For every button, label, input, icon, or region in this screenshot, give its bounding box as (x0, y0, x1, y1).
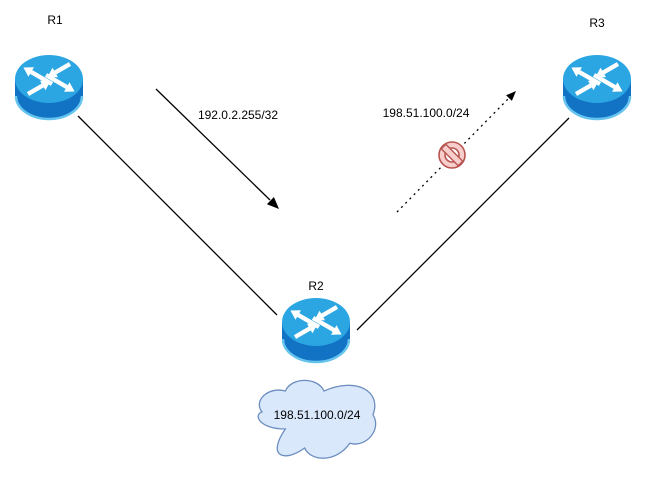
node-r3-router-icon[interactable] (563, 55, 631, 120)
route-label-192-0-2-255: 192.0.2.255/32 (198, 108, 278, 122)
route-arrow-dashed-head (506, 91, 516, 101)
route-arrow-solid-shaft (155, 88, 271, 201)
link-r1-r2[interactable] (77, 115, 278, 316)
route-label-198-51-100: 198.51.100.0/24 (383, 106, 470, 120)
prohibited-icon[interactable] (435, 138, 469, 172)
prohibited-icon-slash (440, 143, 464, 167)
node-r3-label: R3 (589, 16, 605, 30)
link-r3-r2[interactable] (356, 117, 570, 331)
node-r1-label: R1 (47, 13, 63, 27)
node-r1-router-icon[interactable] (15, 55, 83, 120)
node-r2-label: R2 (308, 279, 324, 293)
route-arrow-solid-head (266, 197, 279, 209)
cloud-shape (257, 379, 377, 459)
route-arrow-solid[interactable] (155, 88, 279, 209)
node-r2-router-icon[interactable] (282, 298, 350, 363)
network-cloud[interactable] (257, 379, 377, 459)
cloud-label: 198.51.100.0/24 (274, 408, 361, 422)
